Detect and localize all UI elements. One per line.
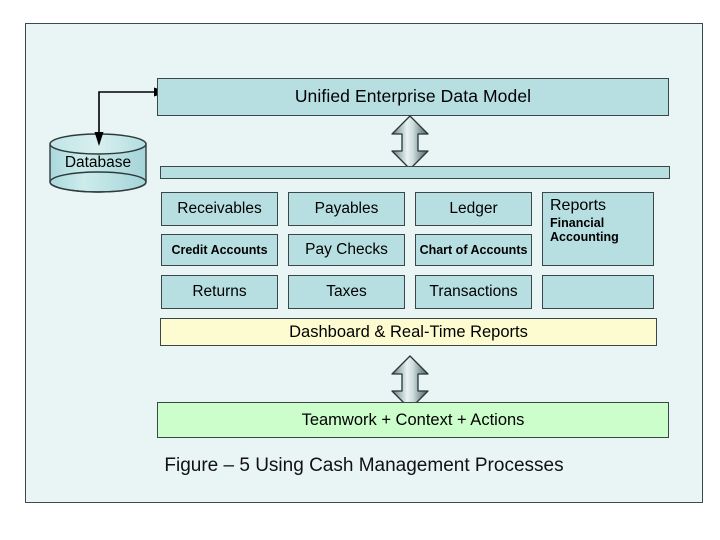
module-box-credit-accounts[interactable]: Credit Accounts — [161, 234, 278, 266]
cylinder-database-icon — [49, 133, 147, 193]
module-label: Chart of Accounts — [419, 243, 528, 257]
module-label: Returns — [192, 283, 247, 301]
module-box-empty[interactable] — [542, 275, 654, 309]
module-label: Pay Checks — [305, 241, 388, 259]
teamwork-context-actions-box[interactable]: Teamwork + Context + Actions — [157, 402, 669, 438]
module-box-pay-checks[interactable]: Pay Checks — [288, 234, 405, 266]
module-label: Credit Accounts — [171, 243, 268, 257]
dashboard-realtime-reports-box[interactable]: Dashboard & Real-Time Reports — [160, 318, 657, 346]
module-box-receivables[interactable]: Receivables — [161, 192, 278, 226]
module-label: Receivables — [177, 200, 262, 218]
module-label: Ledger — [449, 200, 498, 218]
module-box-chart-of-accounts[interactable]: Chart of Accounts — [415, 234, 532, 266]
module-box-transactions[interactable]: Transactions — [415, 275, 532, 309]
module-label: Transactions — [429, 283, 518, 301]
module-box-returns[interactable]: Returns — [161, 275, 278, 309]
module-divider-bar — [160, 166, 670, 179]
module-label: Payables — [314, 200, 379, 218]
model-to-modules-connector — [388, 115, 432, 170]
reports-subtitle-line1: Financial — [550, 215, 605, 230]
dashboard-label: Dashboard & Real-Time Reports — [289, 322, 528, 341]
unified-enterprise-data-model-label: Unified Enterprise Data Model — [294, 86, 532, 107]
reports-subtitle-line2: Accounting — [550, 230, 619, 245]
module-box-payables[interactable]: Payables — [288, 192, 405, 226]
module-box-ledger[interactable]: Ledger — [415, 192, 532, 226]
teamwork-label: Teamwork + Context + Actions — [301, 410, 525, 429]
double-headed-vertical-arrow-icon — [391, 115, 429, 170]
module-box-taxes[interactable]: Taxes — [288, 275, 405, 309]
unified-enterprise-data-model-box[interactable]: Unified Enterprise Data Model — [157, 78, 669, 116]
module-label: Taxes — [326, 283, 367, 301]
reports-title: Reports — [550, 197, 607, 214]
module-box-reports-financial-accounting[interactable]: Reports Financial Accounting — [542, 192, 654, 266]
figure-caption: Figure – 5 Using Cash Management Process… — [164, 455, 564, 476]
